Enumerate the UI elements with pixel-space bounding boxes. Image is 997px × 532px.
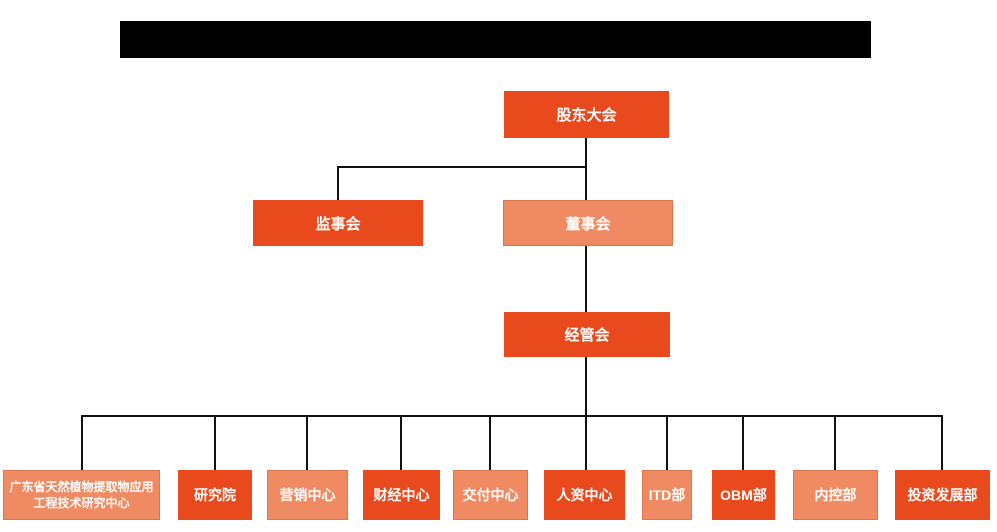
org-node-itd-department: ITD部: [642, 470, 692, 520]
connector-line: [214, 415, 216, 470]
connector-line: [834, 415, 836, 470]
org-node-research-center: 广东省天然植物提取物应用工程技术研究中心: [3, 470, 160, 520]
connector-line: [489, 415, 491, 470]
org-node-investment-development-department: 投资发展部: [895, 470, 990, 520]
connector-line: [585, 357, 587, 470]
org-node-internal-control-department: 内控部: [793, 470, 878, 520]
org-node-finance-center: 财经中心: [363, 470, 440, 520]
connector-line: [306, 415, 308, 470]
connector-line: [81, 415, 943, 417]
connector-line: [666, 415, 668, 470]
org-node-obm-department: OBM部: [712, 470, 775, 520]
org-node-supervisory-board: 监事会: [253, 200, 423, 246]
connector-line: [585, 138, 587, 200]
org-node-shareholders-meeting: 股东大会: [504, 91, 669, 138]
connector-line: [400, 415, 402, 470]
connector-line: [941, 415, 943, 470]
connector-line: [585, 246, 587, 312]
org-node-delivery-center: 交付中心: [453, 470, 528, 520]
org-node-marketing-center: 营销中心: [267, 470, 348, 520]
org-node-board-of-directors: 董事会: [503, 200, 673, 246]
connector-line: [81, 415, 83, 470]
org-node-research-institute: 研究院: [178, 470, 252, 520]
org-node-management-committee: 经管会: [504, 312, 670, 357]
org-node-hr-center: 人资中心: [544, 470, 625, 520]
connector-line: [742, 415, 744, 470]
connector-line: [337, 166, 339, 200]
redacted-title-bar: [120, 21, 871, 58]
connector-line: [337, 166, 587, 168]
